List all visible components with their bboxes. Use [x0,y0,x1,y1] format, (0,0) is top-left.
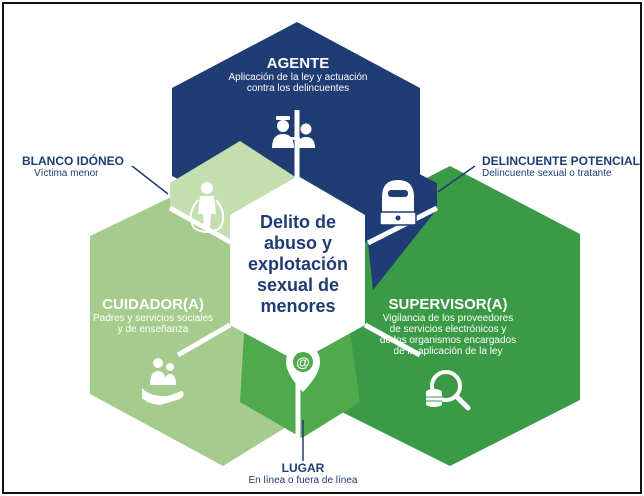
center-line5: menores [260,296,336,316]
delincuente-leader-line [437,165,476,193]
blanco-subtitle: Víctima menor [34,168,99,179]
center-line2: abuso y [263,233,333,253]
blanco-label: BLANCO IDÓNEO Víctima menor [22,154,152,180]
cuidador-description-line2: y de enseñanza [117,324,189,335]
supervisor-description-line3: de los organismos encargados [379,335,517,346]
delincuente-label: DELINCUENTE POTENCIAL Delincuente sexual… [482,154,642,180]
lugar-label: LUGAR En línea o fuera de línea [228,461,378,487]
cuidador-description-line1: Padres y servicios sociales [92,313,214,324]
lugar-subtitle: En línea o fuera de línea [248,475,358,486]
police-officer-icon [272,116,315,148]
magnifier-database-icon [426,370,471,411]
delincuente-subtitle: Delincuente sexual o tratante [482,168,612,179]
child-jumping-rope-icon [189,182,225,233]
center-line4: sexual de [256,275,340,295]
supervisor-description-line2: de servicios electrónicos y [389,324,507,335]
agente-description-line2: contra los delincuentes [246,83,350,94]
agente-label: AGENTE Aplicación de la ley y actuación … [222,55,374,94]
svg-text:@: @ [296,354,310,370]
center-line3: explotación [247,254,349,274]
blanco-leader-line [131,165,169,195]
agente-title: AGENTE [266,55,330,72]
center-title: Delito de abuso y explotación sexual de … [236,212,360,317]
supervisor-title: SUPERVISOR(A) [388,296,508,313]
center-line1: Delito de [259,212,336,232]
supervisor-label: SUPERVISOR(A) Vigilancia de los proveedo… [373,296,523,357]
blanco-title: BLANCO IDÓNEO [22,154,124,168]
cuidador-label: CUIDADOR(A) Padres y servicios sociales … [88,296,218,335]
center-hexagon [230,176,365,362]
location-pin-at-icon: @ [286,347,320,392]
family-in-hand-icon [142,358,184,405]
agente-description-line1: Aplicación de la ley y actuación [228,72,368,83]
delincuente-title: DELINCUENTE POTENCIAL [482,154,641,168]
delincuente-overlap [297,141,437,290]
supervisor-description-line4: de la aplicación de la ley [393,346,503,357]
supervisor-description-line1: Vigilancia de los proveedores [382,313,514,324]
lugar-title: LUGAR [281,461,325,475]
hooded-hacker-icon [379,180,417,226]
cuidador-title: CUIDADOR(A) [102,296,204,313]
